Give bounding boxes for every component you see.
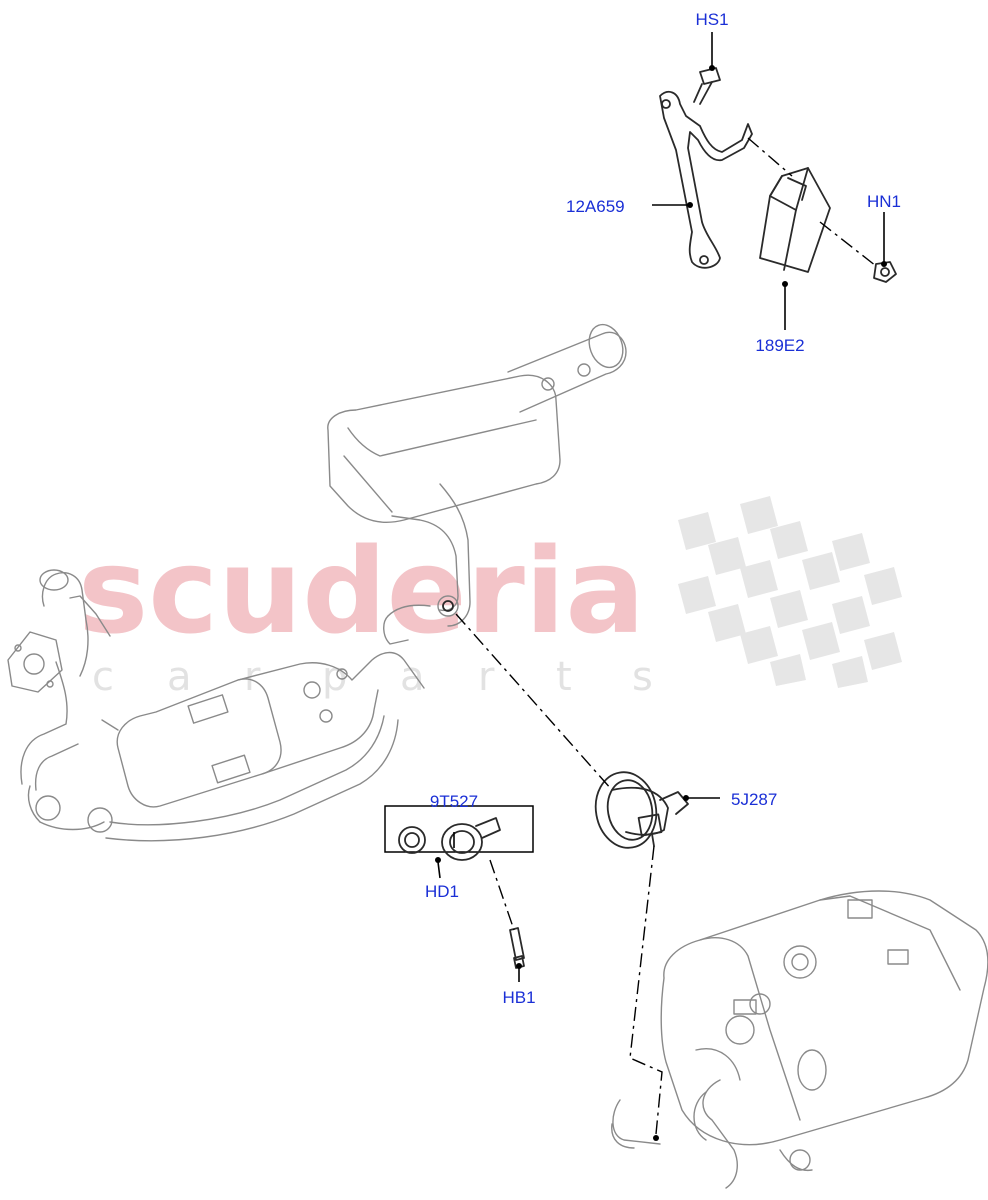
callout-hn1: HN1: [867, 192, 901, 211]
watermark-letter: c: [92, 654, 114, 700]
callout-hb1: HB1: [502, 988, 535, 1007]
injector-module: [594, 771, 689, 849]
watermark-letter: a: [167, 654, 192, 700]
sensor-bracket: [659, 90, 753, 269]
fuel-tank: [611, 890, 988, 1189]
checkered-flag-logo: [678, 496, 902, 688]
callout-hs1: HS1: [695, 10, 728, 29]
nut-hn1: [873, 261, 897, 283]
bolt-hb1: [509, 927, 525, 969]
callout-labels: HS1 12A659 HN1 189E2 9T527 HD1 HB1 5J287: [425, 10, 901, 1007]
callout-hd1: HD1: [425, 882, 459, 901]
watermark-letter: a: [400, 654, 425, 700]
watermark-letter: t: [556, 654, 572, 700]
exhaust-system: [7, 323, 627, 842]
callout-5j287: 5J287: [731, 790, 777, 809]
watermark-letter: r: [244, 654, 261, 700]
callout-9t527: 9T527: [430, 792, 478, 811]
watermark-letter: p: [322, 654, 347, 700]
gasket-kit-box: [384, 805, 534, 861]
watermark-tagline: c a r p a r t s: [92, 654, 653, 700]
bolt-hs1: [693, 67, 721, 105]
watermark-letter: s: [632, 654, 653, 700]
leader-lines: [435, 32, 887, 1141]
watermark-brand: scuderia: [78, 522, 645, 660]
watermark: scuderia c a r p a r t s: [78, 496, 902, 700]
callout-189e2: 189E2: [755, 336, 804, 355]
watermark-letter: r: [478, 654, 495, 700]
callout-12a659: 12A659: [566, 197, 625, 216]
sensor-module: [759, 167, 831, 273]
